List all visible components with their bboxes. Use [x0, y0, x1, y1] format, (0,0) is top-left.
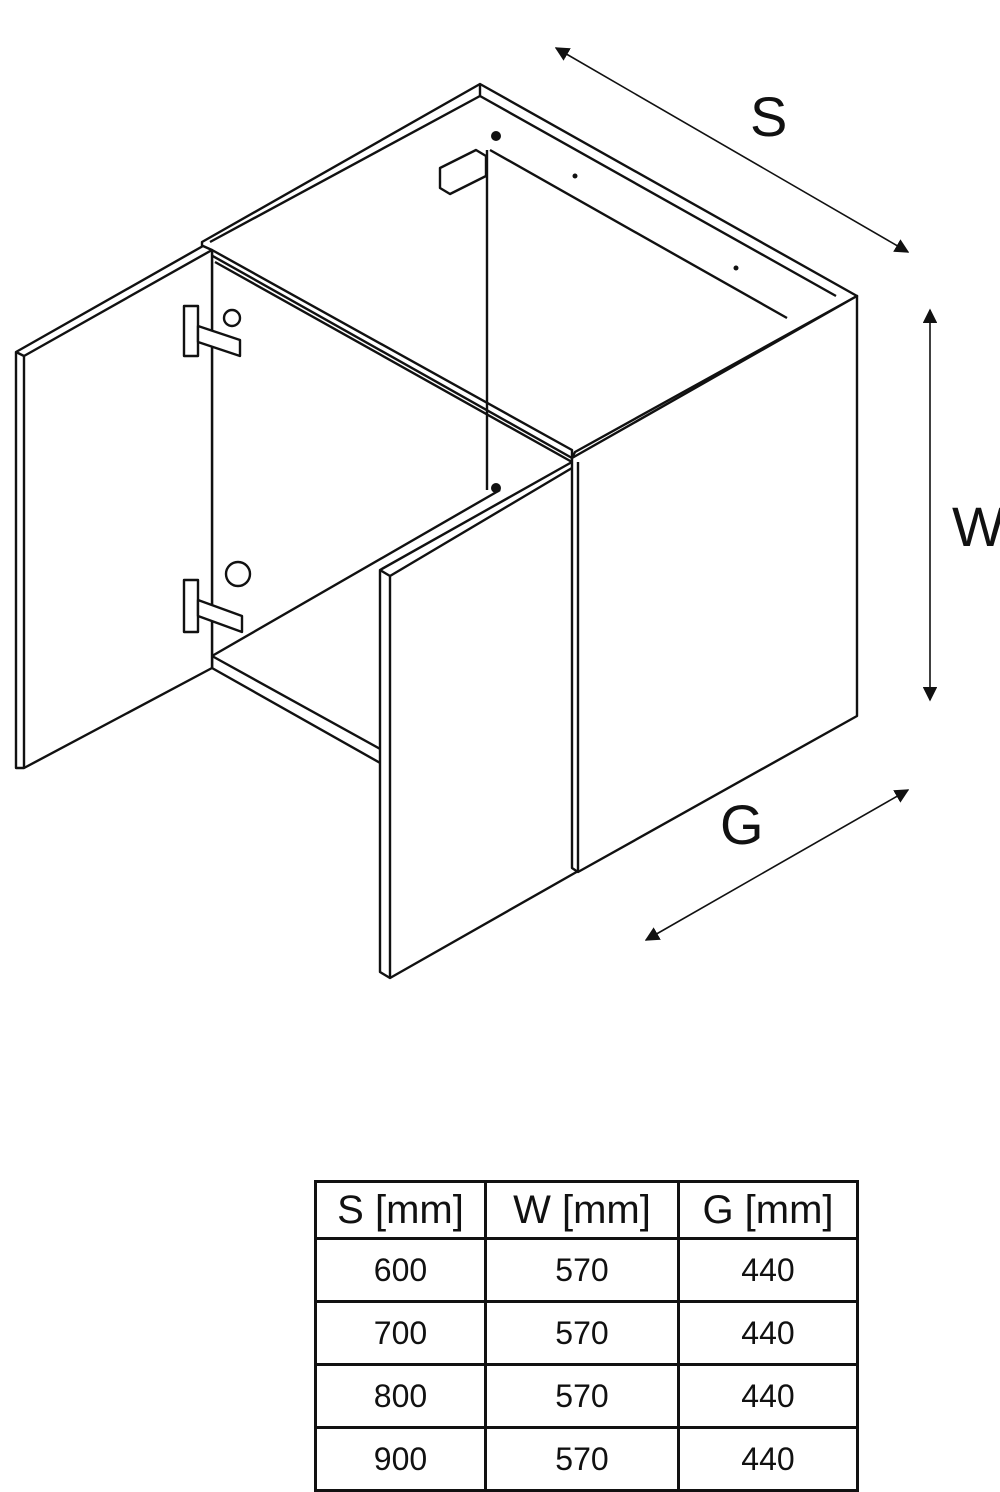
left-door-thickness — [15, 248, 213, 768]
cabinet-diagram: S W G — [14, 47, 1000, 980]
table-cell: 700 — [314, 1300, 487, 1366]
table-cell: 800 — [314, 1363, 487, 1429]
table-row: 800 570 440 — [314, 1363, 859, 1429]
upper-hinge — [182, 304, 242, 358]
table-cell: 600 — [314, 1237, 487, 1303]
height-label: W — [952, 495, 1000, 558]
width-dimension-arrow — [554, 47, 910, 253]
table-cell: 440 — [677, 1300, 859, 1366]
dimensions-table: S [mm] W [mm] G [mm] 600 570 440 700 570… — [314, 1180, 859, 1492]
table-cell: 440 — [677, 1426, 859, 1492]
table-header-g: G [mm] — [677, 1180, 859, 1240]
table-cell: 570 — [484, 1300, 680, 1366]
table-row: 600 570 440 — [314, 1237, 859, 1303]
table-header-w: W [mm] — [484, 1180, 680, 1240]
right-open-door — [378, 460, 582, 980]
lower-hinge — [182, 560, 252, 634]
top-inner-left-edge — [209, 94, 481, 244]
table-row: 700 570 440 — [314, 1300, 859, 1366]
table-header-s: S [mm] — [314, 1180, 487, 1240]
front-rail — [211, 248, 574, 464]
depth-label: G — [720, 793, 764, 856]
table-cell: 570 — [484, 1363, 680, 1429]
table-cell: 900 — [314, 1426, 487, 1492]
table-header-row: S [mm] W [mm] G [mm] — [314, 1180, 859, 1240]
back-hinge-bracket — [438, 148, 488, 196]
table-cell: 440 — [677, 1363, 859, 1429]
left-door — [14, 244, 214, 770]
table-cell: 570 — [484, 1426, 680, 1492]
depth-dimension-arrow — [644, 789, 910, 941]
table-row: 900 570 440 — [314, 1426, 859, 1492]
width-label: S — [750, 85, 787, 148]
table-cell: 570 — [484, 1237, 680, 1303]
table-cell: 440 — [677, 1237, 859, 1303]
right-open-door-thickness — [379, 466, 573, 978]
